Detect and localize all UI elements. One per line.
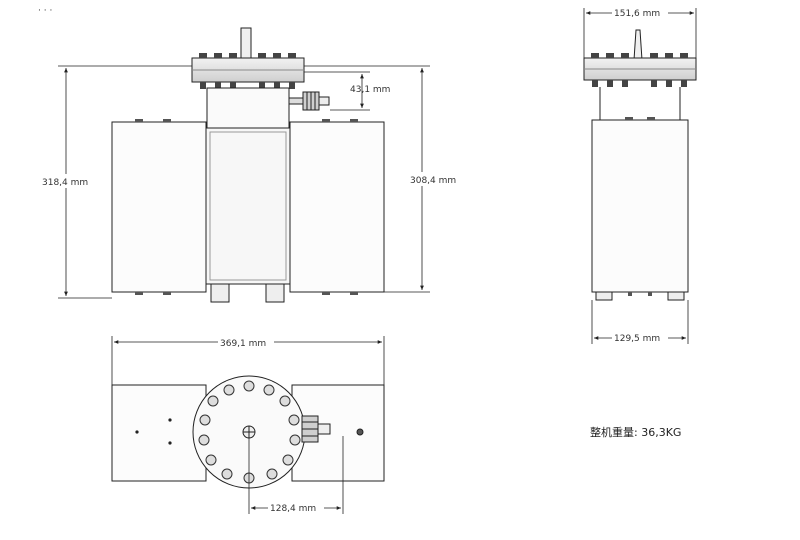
front-foot-left <box>210 283 230 303</box>
side-flange-bolts-top <box>591 53 688 58</box>
side-foot-left <box>595 291 613 301</box>
top-side-fitting <box>301 415 331 443</box>
front-center-body <box>205 127 291 285</box>
front-right-tank <box>289 121 385 293</box>
top-left-tank <box>111 384 207 482</box>
front-side-fitting <box>288 91 330 111</box>
side-top-pin <box>633 29 643 61</box>
weight-label: 整机重量: 36,3KG <box>590 425 681 439</box>
front-foot-right <box>265 283 285 303</box>
dim-front-body-height: 308,4 mm <box>410 176 456 186</box>
dim-front-total-height: 318,4 mm <box>42 178 88 188</box>
front-left-tank <box>111 121 207 293</box>
dim-side-top-width: 151,6 mm <box>614 9 660 19</box>
dim-front-flange-height: 43,1 mm <box>350 85 390 95</box>
front-view <box>111 27 385 303</box>
side-body <box>591 119 689 293</box>
dim-side-bottom-width: 129,5 mm <box>614 334 660 344</box>
top-bolt-circle <box>198 380 301 484</box>
dim-top-total-width: 369,1 mm <box>220 339 266 349</box>
corner-mark: · · · <box>38 6 52 16</box>
top-view <box>111 375 385 489</box>
dim-top-offset-width: 128,4 mm <box>270 504 316 514</box>
front-flange-bolts-top <box>199 53 296 58</box>
side-foot-right <box>667 291 685 301</box>
front-flange-nuts <box>200 82 295 89</box>
side-view <box>583 29 697 301</box>
front-upper-body <box>206 87 290 129</box>
side-flange-nuts <box>592 80 687 87</box>
front-top-pipe <box>240 27 252 61</box>
